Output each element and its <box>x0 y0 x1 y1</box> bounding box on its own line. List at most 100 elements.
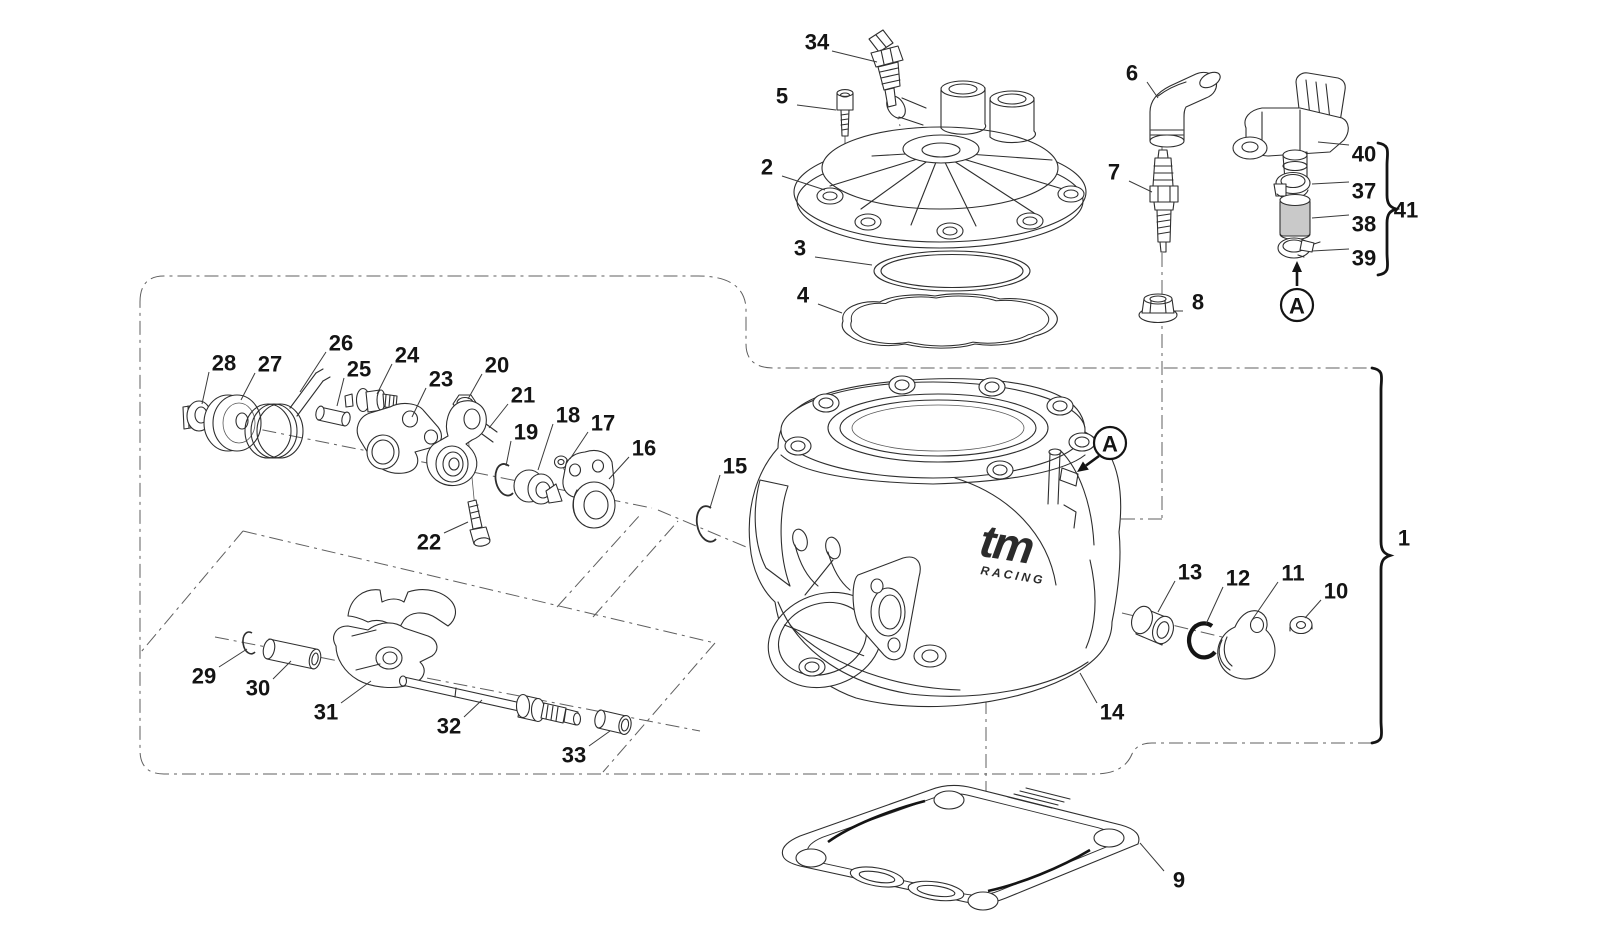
callout-label-24: 24 <box>395 343 420 368</box>
callout-label-8: 8 <box>1192 290 1204 315</box>
callout-label-33: 33 <box>562 743 586 768</box>
part-drawing-33-cap <box>594 709 632 735</box>
part-drawing-38-hose <box>1279 193 1311 241</box>
callout-label-30: 30 <box>246 676 270 701</box>
callout-label-32: 32 <box>437 714 461 739</box>
callout-leader-20 <box>467 373 483 400</box>
callout-leader-19 <box>505 440 512 467</box>
callout-label-18: 18 <box>556 403 580 428</box>
callout-leader-10 <box>1304 599 1322 619</box>
callout-leader-29 <box>218 648 248 668</box>
boundary-outline <box>139 275 1372 775</box>
callout-leader-30 <box>272 660 292 680</box>
part-drawing-9-base-gasket <box>781 784 1140 911</box>
callout-leader-15 <box>709 474 721 509</box>
callout-leader-28 <box>201 371 210 405</box>
part-drawing-39-clamp <box>1277 237 1321 259</box>
part-drawing-40-map-sensor <box>1232 72 1349 183</box>
callout-leader-34 <box>831 50 878 63</box>
callout-leader-16 <box>608 456 630 480</box>
callout-leader-11 <box>1251 581 1279 621</box>
callout-leader-40 <box>1317 141 1350 146</box>
view-marker-arrowhead-1 <box>1292 261 1302 272</box>
part-drawing-29-circlip <box>242 631 256 655</box>
callout-label-11: 11 <box>1281 561 1304 586</box>
callout-label-40: 40 <box>1352 142 1376 167</box>
callout-leader-25 <box>336 377 345 407</box>
callout-label-19: 19 <box>514 420 538 445</box>
part-drawing-cylinder: tm RACING <box>748 375 1122 708</box>
callout-leader-13 <box>1157 580 1176 613</box>
callout-label-14: 14 <box>1100 700 1125 725</box>
part-drawing-23-lever-plate <box>356 402 442 474</box>
part-drawing-8-nut <box>1138 293 1178 324</box>
part-drawing-7-spark-plug <box>1149 149 1179 253</box>
part-drawing-26-spring <box>244 368 331 459</box>
view-marker-circle-0 <box>1092 425 1128 461</box>
callout-label-3: 3 <box>794 236 806 261</box>
callout-leader-37 <box>1311 181 1350 185</box>
part-drawing-5-bolt <box>836 89 854 137</box>
brace-label-41: 41 <box>1394 198 1418 223</box>
callout-label-39: 39 <box>1352 246 1376 271</box>
callout-label-29: 29 <box>192 664 216 689</box>
callout-leader-23 <box>411 387 427 418</box>
part-drawing-27-disc <box>203 394 262 452</box>
callout-leader-18 <box>537 423 554 471</box>
callout-label-2: 2 <box>761 155 773 180</box>
part-drawing-22-bolt <box>467 499 491 547</box>
callout-label-22: 22 <box>417 530 441 555</box>
callout-leader-6 <box>1146 81 1159 99</box>
view-marker-letter-0: A <box>1102 432 1118 457</box>
callout-leader-33 <box>588 730 611 747</box>
callout-leader-3 <box>814 256 873 266</box>
callout-leader-17 <box>569 431 589 460</box>
callout-leader-39 <box>1311 248 1350 252</box>
view-marker-circle-1 <box>1279 287 1315 323</box>
part-drawing-16-valve-bracket <box>545 449 616 529</box>
callout-label-7: 7 <box>1108 160 1120 185</box>
callout-leader-5 <box>796 104 837 111</box>
part-drawing-34-sensor <box>868 29 904 108</box>
view-marker-letter-1: A <box>1289 294 1305 319</box>
callout-label-17: 17 <box>591 411 615 436</box>
callout-label-31: 31 <box>314 700 338 725</box>
part-drawing-15-circlip <box>695 505 717 543</box>
callout-label-25: 25 <box>347 357 371 382</box>
part-drawing-24-adjuster-bolt <box>344 387 398 413</box>
callout-label-21: 21 <box>511 383 535 408</box>
callout-label-38: 38 <box>1352 212 1376 237</box>
part-drawing-19-circlip <box>494 463 514 497</box>
part-drawing-2-head-cover <box>793 80 1087 249</box>
callout-label-34: 34 <box>805 30 830 55</box>
brace-1 <box>1370 366 1395 745</box>
view-marker-arrowhead-0 <box>1077 461 1089 472</box>
part-drawing-12-oring <box>1186 621 1217 660</box>
callout-label-15: 15 <box>723 454 747 479</box>
callout-label-10: 10 <box>1324 579 1348 604</box>
callout-label-23: 23 <box>429 367 453 392</box>
brace-41 <box>1376 141 1401 277</box>
part-drawing-4-gasket <box>841 293 1058 349</box>
callout-leader-26 <box>299 351 327 393</box>
callout-leader-21 <box>488 403 509 429</box>
callout-leader-7 <box>1128 180 1153 193</box>
part-drawing-37-clamp <box>1273 171 1311 200</box>
callout-leader-22 <box>443 521 469 534</box>
callout-leader-9 <box>1139 842 1165 872</box>
part-drawing-3-oring <box>873 250 1031 292</box>
callout-label-20: 20 <box>485 353 509 378</box>
callout-label-9: 9 <box>1173 868 1185 893</box>
part-drawing-30-sleeve <box>262 638 322 670</box>
callout-label-16: 16 <box>632 436 656 461</box>
brace-label-1: 1 <box>1398 526 1410 551</box>
part-drawing-32-shaft <box>398 675 582 726</box>
callout-leader-2 <box>781 175 826 191</box>
callout-label-12: 12 <box>1226 566 1250 591</box>
callout-leader-31 <box>340 680 372 704</box>
part-drawing-13-bushing <box>1131 605 1174 646</box>
callout-leader-38 <box>1311 214 1350 219</box>
